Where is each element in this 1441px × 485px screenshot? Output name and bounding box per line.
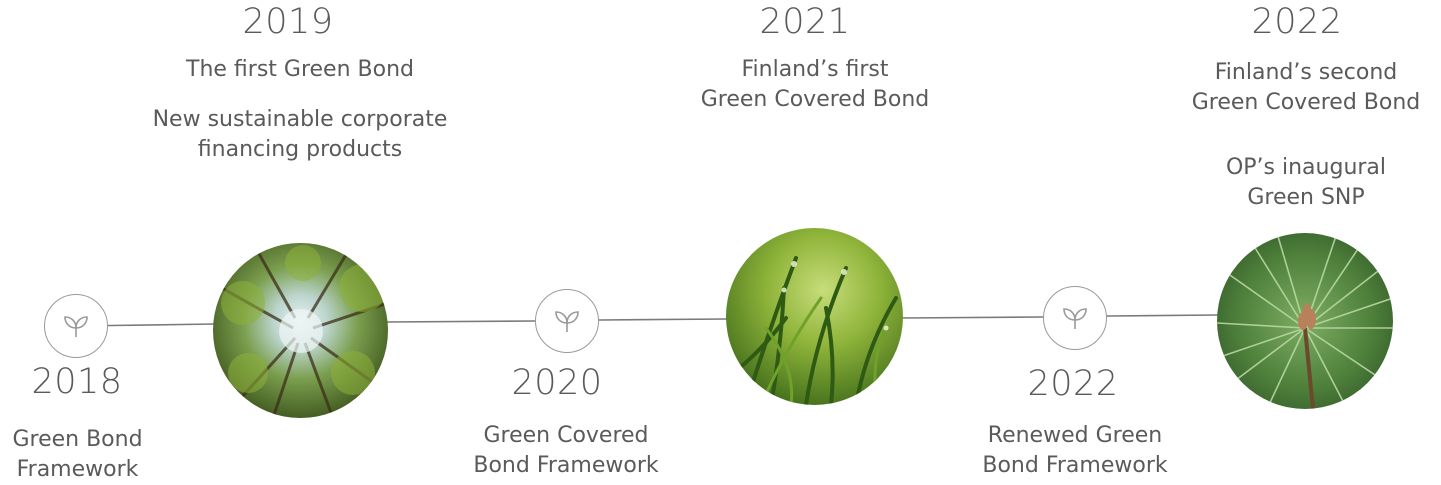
milestone-2019-text: The first Green Bond (186, 57, 414, 82)
grass-dew-photo (726, 228, 903, 405)
milestone-2021-year: 2021 (759, 2, 851, 42)
sprout-icon (535, 289, 599, 353)
milestone-2022a-extra: OP’s inaugural Green SNP (1225, 155, 1387, 210)
forest-canopy-photo (213, 243, 388, 418)
milestone-2018-year: 2018 (31, 362, 123, 402)
pine-needles-photo (1217, 233, 1393, 409)
milestone-2022b-year: 2022 (1027, 364, 1119, 404)
milestone-2022b-text: Renewed Green Bond Framework (982, 423, 1168, 478)
milestone-2020-text: Green Covered Bond Framework (473, 423, 659, 478)
sprout-icon (1043, 286, 1107, 350)
milestone-2021-text: Finland’s first Green Covered Bond (700, 57, 930, 112)
milestone-2022a-text: Finland’s second Green Covered Bond (1191, 60, 1421, 115)
milestone-2020-year: 2020 (511, 363, 603, 403)
milestone-2019-year: 2019 (242, 2, 334, 42)
milestone-2018-text: Green Bond Framework (12, 427, 143, 482)
milestone-2019-extra: New sustainable corporate financing prod… (152, 107, 448, 162)
sprout-icon (44, 294, 108, 358)
milestone-2022a-year: 2022 (1251, 2, 1343, 42)
